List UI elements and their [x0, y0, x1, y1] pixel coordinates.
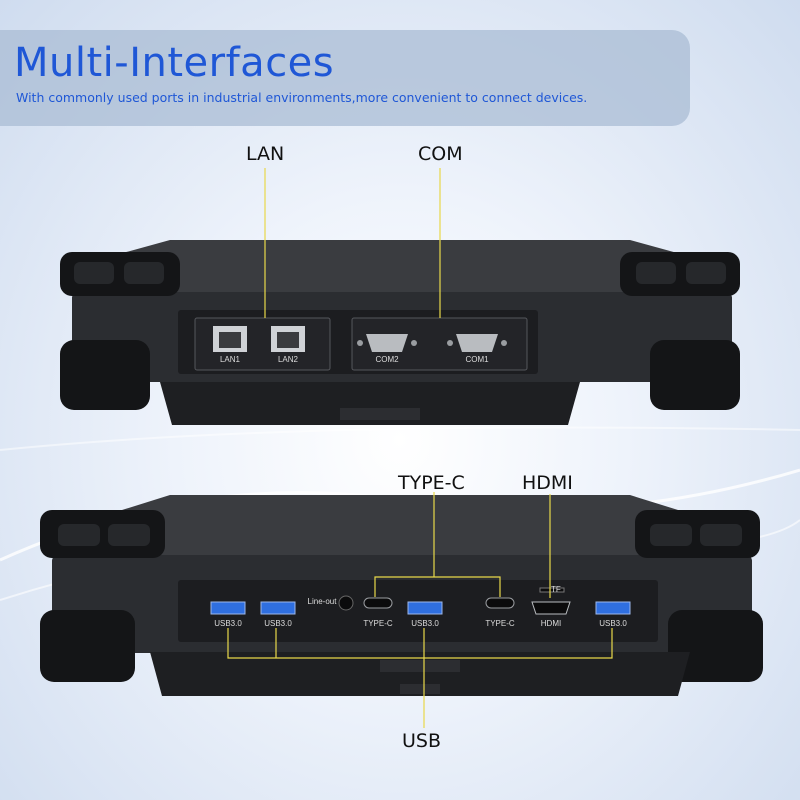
usb2-port — [260, 601, 296, 615]
leader-typec-bracket — [374, 576, 501, 597]
label-usb4: USB3.0 — [599, 619, 627, 628]
bumper-bottom-right — [650, 340, 740, 410]
device-bottom-lid — [90, 495, 710, 560]
label-com1: COM1 — [465, 355, 489, 364]
label-lan1: LAN1 — [219, 355, 240, 364]
port-cover-bottom — [150, 652, 690, 696]
lineout-jack — [338, 595, 354, 611]
callout-typec: TYPE-C — [398, 472, 465, 494]
usb1-port — [210, 601, 246, 615]
callout-lan: LAN — [246, 143, 285, 165]
tf-slot — [539, 587, 565, 593]
port-cover-top — [160, 382, 580, 425]
callout-com: COM — [418, 143, 463, 165]
page-subtitle: With commonly used ports in industrial e… — [16, 90, 588, 105]
bumper-bottom-left — [60, 340, 150, 410]
label-usb2: USB3.0 — [264, 619, 292, 628]
label-com2: COM2 — [375, 355, 399, 364]
bumper-b-bottom-right — [668, 610, 763, 682]
callout-hdmi: HDMI — [522, 472, 573, 494]
page-title: Multi-Interfaces — [14, 40, 335, 86]
device-top-lid — [90, 240, 710, 300]
label-tf: TF — [551, 585, 561, 594]
com1-port — [456, 334, 498, 352]
header-band — [0, 30, 690, 126]
typec2-port — [485, 597, 515, 609]
com2-port — [366, 334, 408, 352]
label-usb1: USB3.0 — [214, 619, 242, 628]
typec1-port — [363, 597, 393, 609]
usb4-port — [595, 601, 631, 615]
bumper-b-bottom-left — [40, 610, 135, 682]
callout-usb: USB — [402, 730, 442, 752]
label-usb3: USB3.0 — [411, 619, 439, 628]
label-lan2: LAN2 — [277, 355, 298, 364]
label-lineout: Line-out — [307, 597, 337, 606]
leader-usb-bracket — [227, 628, 613, 659]
hdmi-port — [531, 601, 571, 615]
label-typec1: TYPE-C — [363, 619, 393, 628]
label-typec2: TYPE-C — [485, 619, 515, 628]
usb3-port — [407, 601, 443, 615]
label-hdmi: HDMI — [540, 619, 562, 628]
